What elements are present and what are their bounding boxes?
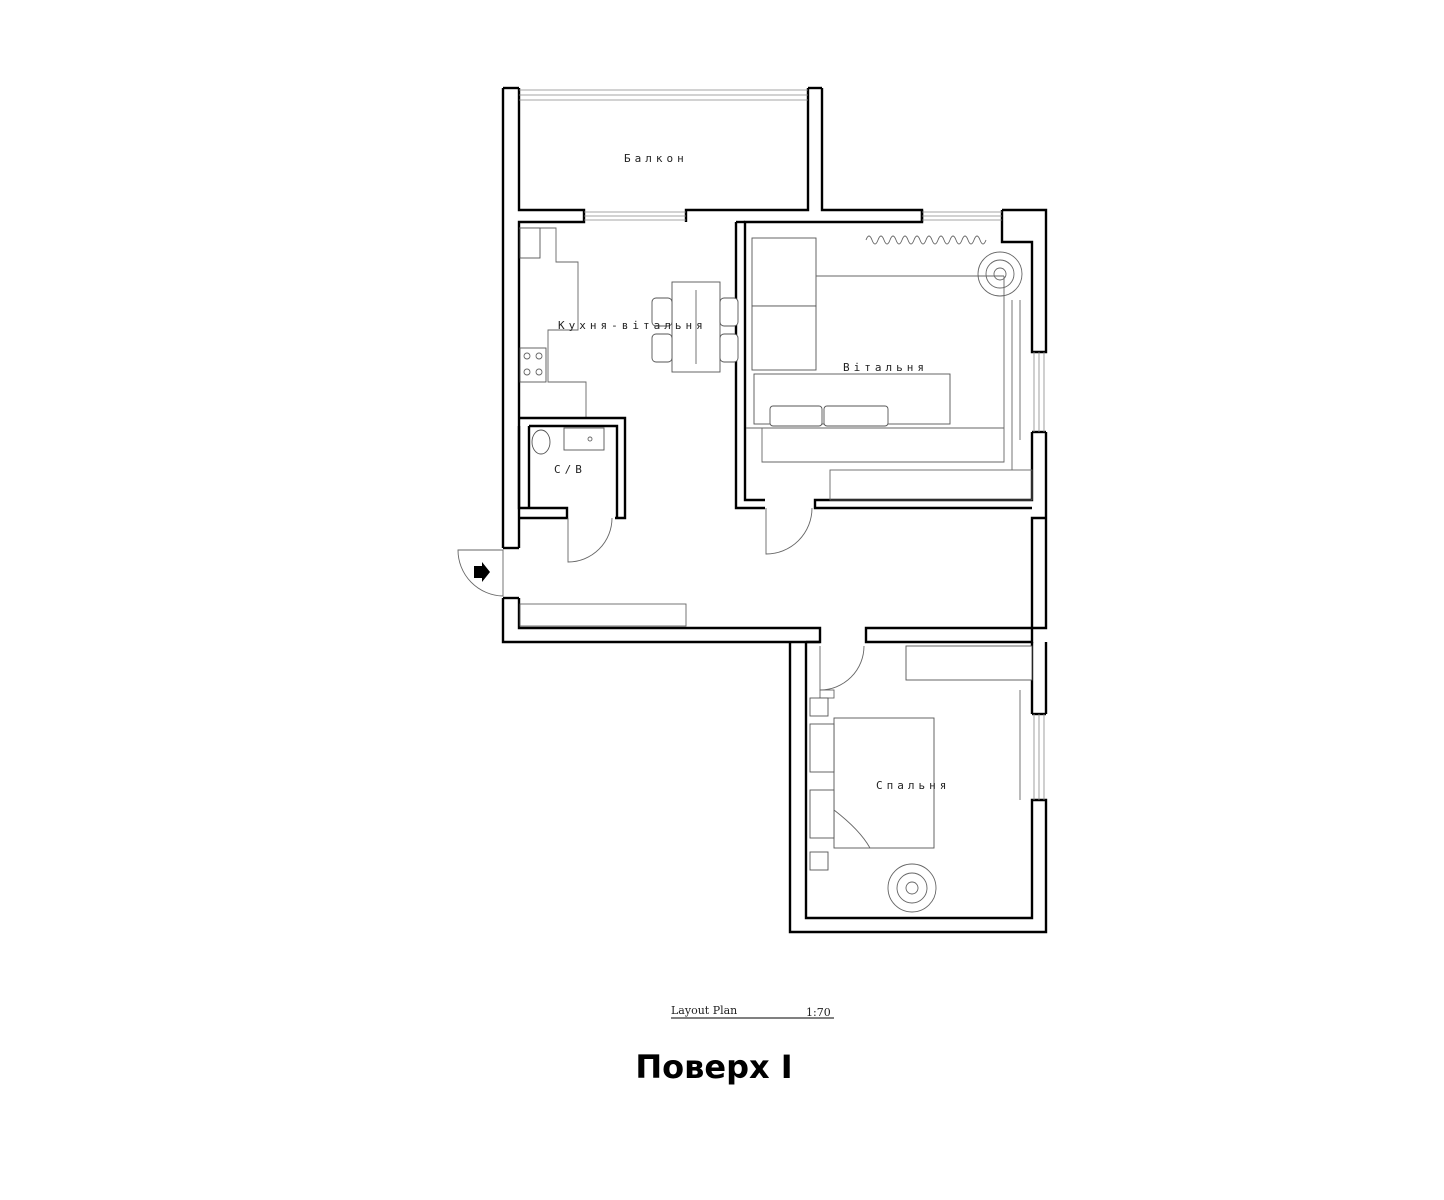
plan-name: Layout Plan <box>671 1004 737 1017</box>
bathroom-area <box>517 416 627 563</box>
floor-title: Поверх I <box>635 1048 793 1086</box>
corridor-area <box>457 507 822 644</box>
stove-icon <box>519 347 547 383</box>
sink-icon <box>563 427 605 451</box>
toilet-icon <box>531 429 551 455</box>
plan-scale: 1:70 <box>806 1006 831 1019</box>
bedroom-area <box>788 640 1048 934</box>
room-label-bathroom: С/В <box>554 463 586 476</box>
plant-icon <box>887 863 937 913</box>
plant-icon <box>977 251 1023 297</box>
kitchen-living-area <box>519 227 739 418</box>
room-label-bedroom: Спальня <box>876 779 950 792</box>
room-label-kitchen-living: Кухня-вітальня <box>558 319 707 332</box>
dining-table-icon <box>651 281 739 373</box>
armchair-icon <box>751 237 817 307</box>
entrance-arrow-icon <box>474 562 490 582</box>
living-room-furniture <box>746 235 1033 501</box>
room-label-living-room: Вітальня <box>843 361 928 374</box>
balcony-area <box>501 86 924 548</box>
bed-icon <box>833 717 935 849</box>
wardrobe-icon <box>905 645 1033 681</box>
nightstand-icon <box>809 697 829 717</box>
room-label-balcony: Балкон <box>624 152 688 165</box>
